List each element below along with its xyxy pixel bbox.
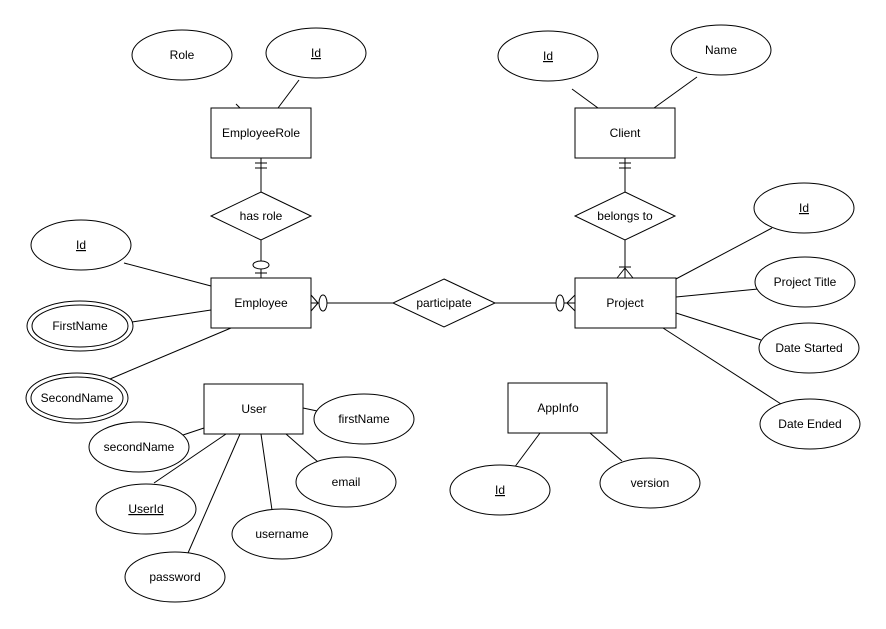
attribute-employee-id-label: Id	[76, 238, 86, 252]
attribute-project-id-label: Id	[799, 201, 809, 215]
cardinality-one-client	[619, 162, 631, 169]
relationship-diamonds	[209, 191, 677, 328]
attribute-project-datestarted-ellipse	[758, 322, 860, 374]
entity-appinfo-label: AppInfo	[537, 401, 579, 415]
attribute-appinfo-version-ellipse	[599, 457, 701, 509]
attribute-user-userid-label: UserId	[128, 502, 163, 516]
attribute-ellipses	[25, 24, 861, 603]
attribute-project-dateended-ellipse	[759, 398, 861, 450]
line-projectid-to-project	[673, 227, 773, 281]
cardinality-one-many-project-top	[616, 266, 634, 279]
line-clientid-to-client	[571, 88, 599, 109]
attribute-project-id-ellipse	[753, 182, 855, 234]
entity-client-label: Client	[610, 126, 641, 140]
attribute-user-email-ellipse	[295, 456, 397, 508]
attribute-employeerole-id-ellipse	[265, 27, 367, 79]
attribute-user-username-label: username	[255, 527, 309, 541]
line-dateended-to-project	[662, 327, 782, 405]
attribute-user-userid-ellipse	[95, 483, 197, 535]
attribute-user-username-ellipse	[231, 508, 333, 560]
entity-employeerole-label: EmployeeRole	[222, 126, 300, 140]
attribute-client-name-ellipse	[670, 24, 772, 76]
relationship-belongs-to-label: belongs to	[597, 209, 653, 223]
attribute-user-firstname-label: firstName	[338, 412, 390, 426]
relationship-has-role-diamond	[209, 191, 313, 241]
line-secondname-to-employee	[109, 327, 232, 380]
attribute-user-password-label: password	[149, 570, 200, 584]
line-projecttitle-to-project	[675, 288, 759, 298]
relationship-belongs-to-diamond	[573, 191, 677, 241]
entity-project-box	[574, 277, 677, 329]
entity-rectangles	[203, 107, 677, 435]
entity-employee-box	[210, 277, 312, 329]
attribute-project-dateended-label: Date Ended	[778, 417, 841, 431]
attribute-project-title-label: Project Title	[774, 275, 837, 289]
line-password-to-user	[187, 433, 241, 554]
attribute-role-label: Role	[170, 48, 195, 62]
line-appinfoid-to-appinfo	[513, 432, 541, 469]
attribute-project-datestarted-label: Date Started	[775, 341, 842, 355]
attribute-employee-secondname-label: SecondName	[41, 391, 114, 405]
cardinality-zero-one-employee	[252, 260, 270, 274]
attribute-client-id-ellipse	[497, 30, 599, 82]
cardinality-markers	[252, 162, 634, 312]
attribute-user-secondname-ellipse	[88, 421, 190, 473]
line-clientname-to-client	[653, 76, 698, 109]
labels: EmployeeRole Client Employee Project Use…	[41, 43, 843, 584]
relationship-has-role-label: has role	[240, 209, 283, 223]
entity-project-label: Project	[606, 296, 644, 310]
line-email-to-user	[285, 433, 319, 463]
entity-user-label: User	[241, 402, 266, 416]
attribute-user-secondname-label: secondName	[104, 440, 175, 454]
line-employeeid-to-employee	[123, 262, 212, 287]
cardinality-zero-many-project	[555, 294, 576, 312]
attribute-role-ellipse	[131, 29, 233, 81]
entity-appinfo-box	[507, 382, 608, 434]
attribute-appinfo-version-label: version	[631, 476, 670, 490]
line-firstname-to-employee	[131, 309, 212, 323]
line-userid-to-user	[153, 433, 227, 484]
attribute-project-title-ellipse	[754, 256, 856, 308]
cardinality-zero-many-employee	[310, 294, 328, 312]
attribute-employee-id-ellipse	[30, 219, 132, 271]
entity-employeerole-box	[210, 107, 312, 159]
attribute-user-firstname-ellipse	[313, 393, 415, 445]
attribute-employee-firstname-label: FirstName	[52, 319, 108, 333]
line-roleid-to-employeerole	[277, 79, 300, 109]
attribute-employeerole-id-label: Id	[311, 46, 321, 60]
relationship-participate-diamond	[391, 278, 497, 328]
line-version-to-appinfo	[589, 432, 623, 462]
attribute-employee-secondname-ellipse-inner	[30, 376, 124, 420]
entity-employee-label: Employee	[234, 296, 288, 310]
attribute-client-name-label: Name	[705, 43, 737, 57]
attribute-user-password-ellipse	[124, 551, 226, 603]
attribute-appinfo-id-label: Id	[495, 483, 505, 497]
line-datestarted-to-project	[675, 312, 762, 341]
attribute-user-email-label: email	[332, 475, 361, 489]
line-username-to-user	[260, 433, 273, 511]
attribute-appinfo-id-ellipse	[449, 464, 551, 516]
relationship-participate-label: participate	[416, 296, 472, 310]
line-role-to-employeerole	[235, 103, 241, 109]
attribute-client-id-label: Id	[543, 49, 553, 63]
entity-user-box	[203, 383, 304, 435]
cardinality-one-employeerole	[255, 162, 267, 169]
attribute-employee-firstname-ellipse-inner	[31, 304, 129, 348]
entity-client-box	[574, 107, 676, 159]
